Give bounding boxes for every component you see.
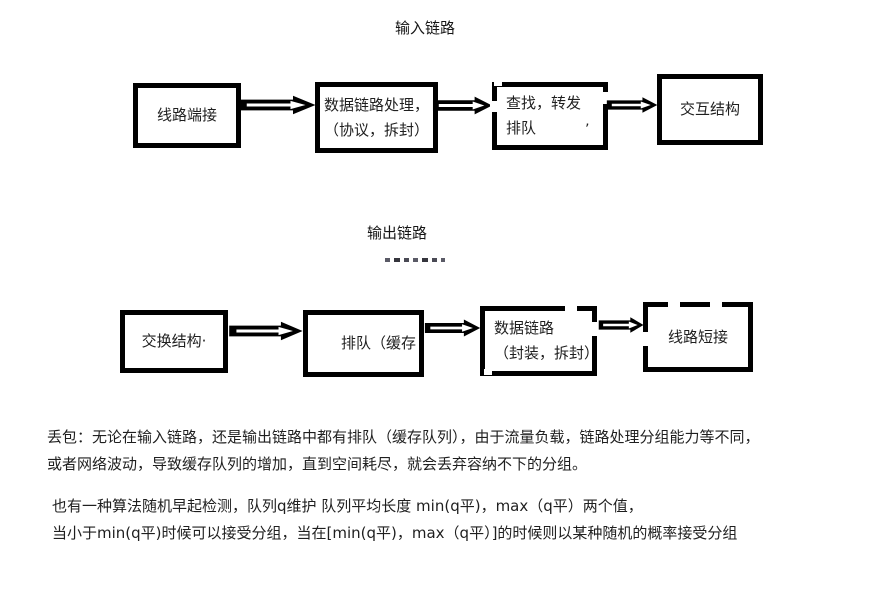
box-switch-fabric: 交换结构·	[120, 310, 228, 373]
border-gap	[590, 322, 598, 336]
box-datalink-processing: 数据链路处理， （协议，拆封）	[315, 82, 438, 153]
box-datalink-encap: 数据链路 （封装，拆封）	[480, 306, 600, 376]
input-link-title: 输入链路	[395, 19, 456, 37]
note-packet-loss-line2: 或者网络波动，导致缓存队列的增加，直到空间耗尽，就会丢弃容纳不下的分组。	[47, 455, 588, 473]
note-packet-loss: 丢包：无论在输入链路，还是输出链路中都有排队（缓存队列），由于流量负载，链路处理…	[47, 424, 760, 478]
output-link-title: 输出链路	[367, 224, 428, 242]
border-gap	[490, 101, 498, 112]
note-red-algorithm-line1: 也有一种算法随机早起检测，队列q维护 队列平均长度 min(q平)，max（q平…	[52, 497, 643, 515]
box-line-termination: 线路端接	[133, 83, 241, 148]
border-gap	[668, 301, 680, 307]
box-lookup-forward-line1: 查找，转发	[506, 94, 582, 112]
box-queue-buffer-label: 排队（缓存	[340, 334, 416, 352]
border-gap	[484, 369, 492, 375]
box-line-short-label: 线路短接	[667, 327, 728, 346]
flow-arrow-icon	[432, 93, 494, 118]
box-interconnect-label: 交互结构	[679, 100, 740, 118]
border-gap	[642, 332, 648, 346]
box-queue-buffer: 排队（缓存	[303, 310, 424, 377]
border-gap	[494, 80, 502, 86]
flow-arrow-icon	[424, 316, 482, 340]
flow-arrow-icon	[598, 314, 645, 336]
box-datalink-processing-line2: （协议，拆封）	[323, 120, 429, 139]
flow-arrow-icon	[606, 94, 659, 116]
box-line-termination-label: 线路端接	[156, 106, 217, 124]
box-switch-fabric-label: 交换结构·	[141, 332, 207, 350]
flow-arrow-icon	[238, 92, 318, 118]
border-gap	[602, 92, 610, 104]
box-lookup-forward: 查找，转发 排队	[492, 82, 608, 150]
flow-arrow-icon	[228, 318, 305, 344]
box-datalink-encap-line1: 数据链路	[494, 319, 555, 337]
stray-comma-mark: ’	[585, 122, 590, 138]
border-gap	[710, 301, 722, 307]
erased-text-smudge	[385, 258, 445, 262]
note-red-algorithm-line2: 当小于min(q平)时候可以接受分组，当在[min(q平)，max（q平）]的时…	[52, 524, 738, 542]
box-datalink-processing-line1: 数据链路处理，	[323, 95, 429, 114]
border-gap	[565, 305, 577, 311]
box-interconnect: 交互结构	[657, 74, 763, 145]
box-line-short: 线路短接	[643, 302, 753, 372]
note-red-algorithm: 也有一种算法随机早起检测，队列q维护 队列平均长度 min(q平)，max（q平…	[52, 493, 737, 547]
box-datalink-encap-line2: （封装，拆封）	[494, 344, 600, 362]
box-lookup-forward-line2: 排队	[506, 119, 537, 137]
note-packet-loss-line1: 丢包：无论在输入链路，还是输出链路中都有排队（缓存队列），由于流量负载，链路处理…	[47, 428, 760, 446]
